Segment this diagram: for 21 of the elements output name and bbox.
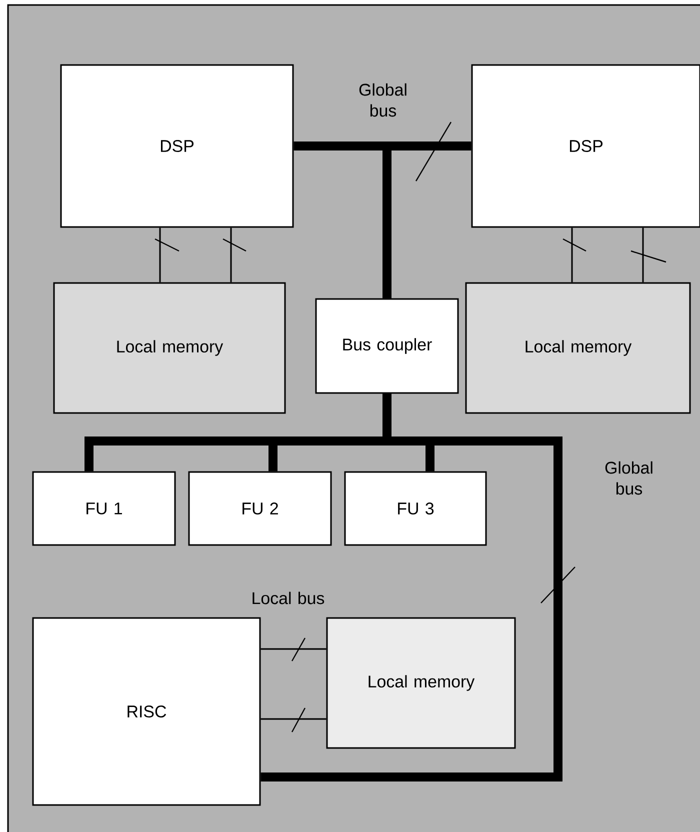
memory-box: Local memory xyxy=(53,282,286,414)
memory-box: Local memory xyxy=(326,617,516,749)
unit-box: FU 2 xyxy=(188,471,332,546)
bus-label: Global bus xyxy=(359,83,406,117)
memory-box: Local memory xyxy=(465,282,691,414)
bus-line xyxy=(571,228,573,282)
bus-line xyxy=(382,142,472,298)
bus-line xyxy=(642,228,644,282)
bus-line xyxy=(230,228,232,282)
bus-line xyxy=(159,228,161,282)
bus-line xyxy=(260,718,326,720)
bus-line xyxy=(260,648,326,650)
bus-label: Local bus xyxy=(252,592,324,604)
processor-box: DSP xyxy=(60,64,294,228)
coupler-box: Bus coupler xyxy=(315,298,459,394)
unit-box: FU 1 xyxy=(32,471,176,546)
processor-box: RISC xyxy=(32,617,261,806)
bus-label: Global bus xyxy=(605,461,652,495)
unit-box: FU 3 xyxy=(344,471,487,546)
processor-box: DSP xyxy=(471,64,700,228)
bus-line xyxy=(260,394,562,782)
